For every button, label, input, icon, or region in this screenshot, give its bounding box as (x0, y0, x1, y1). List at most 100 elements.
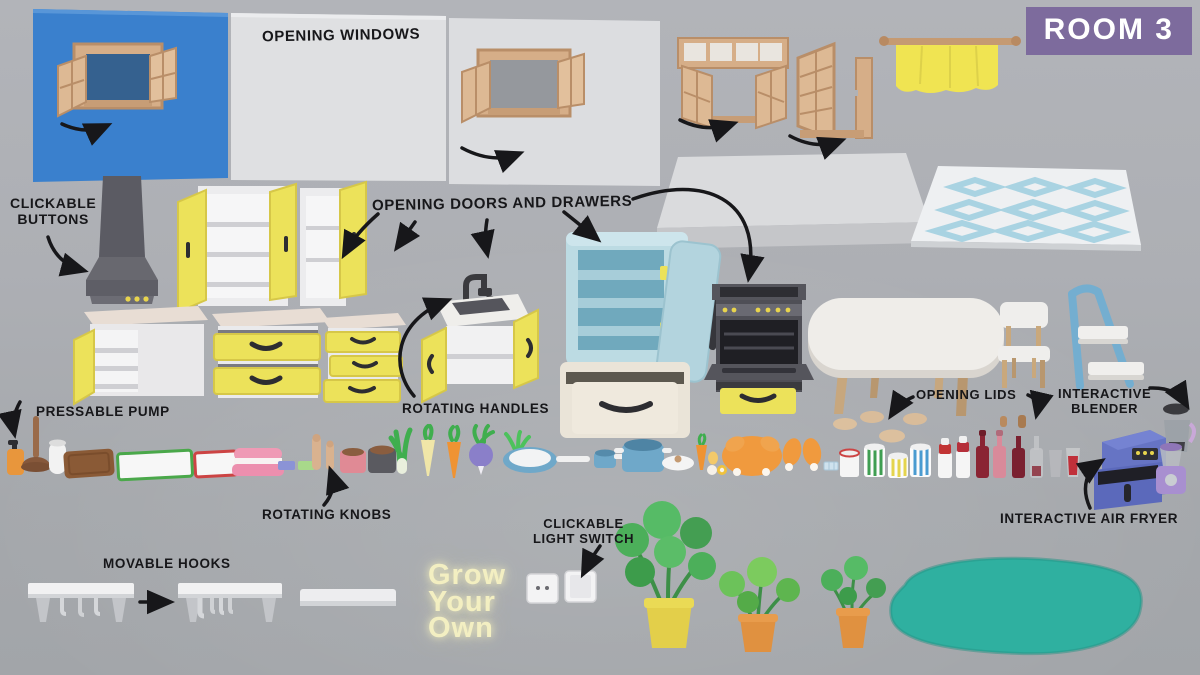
hooks[interactable] (197, 598, 234, 619)
wall-cabinet-open-doors[interactable] (177, 182, 297, 314)
arrow-lids-right (1026, 389, 1054, 420)
sink-cabinet[interactable] (421, 274, 539, 404)
arrow-air-fryer (1075, 458, 1106, 510)
open-shutter-left[interactable] (57, 54, 87, 118)
label-line: LIGHT SWITCH (533, 530, 635, 546)
wall-shelf-with-hooks[interactable] (28, 583, 134, 622)
label-line: CLICKABLE (543, 516, 624, 531)
cutting-board-green-trim (116, 448, 194, 482)
eggs (707, 451, 727, 475)
air-fryer[interactable] (1094, 430, 1166, 510)
counter-two-drawers[interactable] (212, 308, 330, 398)
arrow-lids-left (888, 389, 915, 420)
pump-bottle[interactable] (7, 440, 24, 475)
arrow-doors-fridge (562, 210, 602, 243)
wine-bottle-red[interactable] (976, 430, 989, 478)
arrow-rotating-knobs (322, 465, 350, 507)
label-line: CLICKABLE (10, 195, 97, 211)
drawer[interactable] (213, 364, 321, 395)
juice-glass (1066, 448, 1080, 477)
arrow-rotating-handles (398, 297, 453, 398)
ice-tray (823, 461, 839, 471)
sauce-bottle[interactable] (938, 438, 952, 478)
drawer[interactable] (323, 379, 401, 403)
range-hood[interactable] (86, 176, 158, 304)
saucepan (594, 449, 632, 468)
arrow-blender (1148, 379, 1190, 411)
corks[interactable] (1000, 415, 1026, 428)
label-clickable-buttons: CLICKABLE BUTTONS (10, 195, 97, 227)
pepper-grinder[interactable] (312, 434, 321, 470)
light-switch[interactable] (564, 570, 597, 603)
oven-drawer[interactable] (716, 382, 802, 414)
carrot (447, 425, 461, 478)
white-wall-with-window[interactable] (449, 18, 660, 186)
jar-green-stripes[interactable] (864, 443, 885, 478)
open-shutter-right[interactable] (557, 52, 585, 110)
potted-plant-medium (719, 557, 800, 652)
jar-blue-stripes[interactable] (910, 443, 931, 478)
open-shutter-right[interactable] (149, 46, 177, 104)
pot-gray (368, 445, 396, 473)
neon-line: Own (428, 612, 494, 645)
fridge-open[interactable] (560, 232, 723, 438)
cabinet-door[interactable] (513, 308, 539, 390)
blender-small[interactable] (1156, 443, 1186, 494)
open-shutter-left[interactable] (461, 60, 491, 124)
sauce-bottle[interactable] (956, 436, 970, 478)
wine-bottle-dark[interactable] (1012, 436, 1025, 478)
jar-yellow-stripes[interactable] (888, 452, 908, 479)
wall-shelf-hooks-moved[interactable] (178, 583, 282, 622)
floor-slab-plain (657, 153, 929, 249)
label-line: BLENDER (1071, 400, 1139, 416)
air-fryer-drawer[interactable] (1094, 462, 1162, 510)
floating-lids[interactable] (833, 411, 927, 443)
blue-wall-with-window[interactable] (33, 9, 228, 182)
drumsticks (782, 438, 822, 471)
label-interactive-blender: INTERACTIVE BLENDER (1058, 386, 1152, 416)
cutting-board-red-trim (193, 449, 239, 479)
curtain-rod-with-curtain[interactable] (879, 36, 1021, 93)
fridge-drawer[interactable] (566, 372, 684, 434)
drawer[interactable] (213, 330, 321, 361)
counter-three-drawers[interactable] (322, 313, 406, 403)
wine-bottle-clear[interactable] (1030, 436, 1043, 478)
pot-lid[interactable] (662, 455, 694, 471)
fridge-door[interactable] (655, 240, 723, 383)
salt-grinder[interactable] (326, 440, 334, 471)
open-shutter-right[interactable] (755, 64, 787, 130)
arrow-window-single (788, 134, 847, 160)
stock-pot[interactable] (614, 439, 672, 472)
label-line: INTERACTIVE (1058, 386, 1152, 401)
cabinet-door[interactable] (421, 326, 447, 404)
jar-red-rim[interactable] (839, 448, 860, 478)
dining-table (808, 298, 1004, 416)
label-line: BUTTONS (17, 210, 89, 227)
room-badge: ROOM 3 (1025, 7, 1192, 55)
annotation-arrows (0, 118, 1190, 615)
drawer[interactable] (325, 331, 401, 353)
pot-pink (340, 448, 366, 473)
label-opening-lids: OPENING LIDS (916, 387, 1017, 402)
oven-buttons[interactable] (722, 307, 791, 313)
oven-door[interactable] (704, 320, 814, 380)
frying-pan[interactable] (503, 447, 590, 473)
oven-open[interactable] (704, 284, 814, 414)
standalone-window-double[interactable] (677, 37, 789, 130)
drawer[interactable] (329, 355, 403, 377)
cutting-board-brown (63, 448, 115, 479)
open-shutter[interactable] (796, 41, 836, 143)
counter-open-shelves[interactable] (73, 306, 208, 406)
standalone-window-single[interactable] (796, 41, 873, 143)
wall-cabinet-single-door[interactable] (300, 180, 367, 306)
hood-buttons[interactable] (125, 296, 149, 302)
cake-box-pink (232, 448, 284, 476)
arrow-doors-down (470, 218, 495, 259)
hooks[interactable] (60, 598, 101, 617)
potted-plant-small (821, 556, 886, 648)
neon-line: Grow (428, 559, 507, 591)
wine-bottle-rose[interactable] (993, 430, 1006, 478)
open-shutter-left[interactable] (681, 64, 713, 130)
